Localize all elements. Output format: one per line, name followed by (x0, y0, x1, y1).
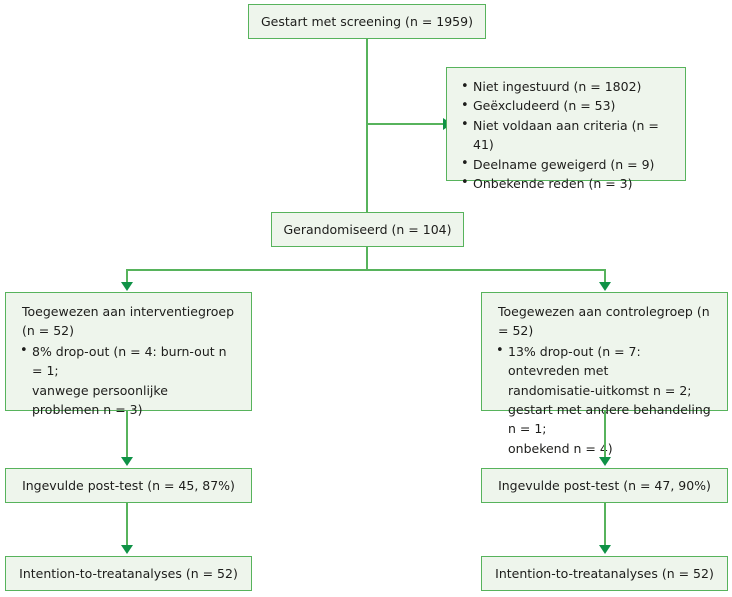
list-item: Deelname geweigerd (n = 9) (461, 154, 673, 175)
arrowhead-to-intervention-icon (120, 282, 133, 291)
node-itt-left: Intention-to-treatanalyses (n = 52) (5, 556, 252, 591)
control-title: Toegewezen aan controlegroep (n = 52) (498, 304, 710, 339)
list-item: Geëxcludeerd (n = 53) (461, 96, 673, 117)
list-item: 8% drop-out (n = 4: burn-out n = 1; vanw… (20, 341, 239, 420)
control-dropout-line1: 13% drop-out (n = 7: ontevreden met (508, 343, 641, 379)
arrowhead-to-posttest-left-icon (120, 457, 133, 466)
control-dropout-line4: onbekend n = 4) (508, 440, 613, 456)
control-dropout-list: 13% drop-out (n = 7: ontevreden met rand… (496, 341, 715, 458)
intervention-title: Toegewezen aan interventiegroep (n = 52) (22, 304, 235, 339)
arrowhead-to-itt-left-icon (120, 545, 133, 554)
arrowhead-to-posttest-right-icon (598, 457, 611, 466)
list-item: Niet ingestuurd (n = 1802) (461, 76, 673, 97)
connector-posttest-to-itt-right (604, 503, 606, 547)
node-screening: Gestart met screening (n = 1959) (248, 4, 486, 39)
node-itt-right-label: Intention-to-treatanalyses (n = 52) (495, 565, 714, 581)
intervention-dropout-line2: vanwege persoonlijke problemen n = 3) (32, 382, 168, 417)
connector-to-control (604, 269, 606, 286)
node-intervention-group: Toegewezen aan interventiegroep (n = 52)… (5, 292, 252, 417)
node-excluded: Niet ingestuurd (n = 1802) Geëxcludeerd … (446, 67, 686, 194)
list-item: Niet voldaan aan criteria (n = 41) (461, 115, 673, 155)
arrowhead-to-control-icon (598, 282, 611, 291)
list-item: 13% drop-out (n = 7: ontevreden met rand… (496, 341, 715, 458)
node-randomised-label: Gerandomiseerd (n = 104) (283, 221, 452, 237)
list-item: Onbekende reden (n = 3) (461, 173, 673, 194)
arrowhead-to-itt-right-icon (598, 545, 611, 554)
node-control-group: Toegewezen aan controlegroep (n = 52) 13… (481, 292, 728, 456)
node-posttest-right-label: Ingevulde post-test (n = 47, 90%) (498, 477, 711, 493)
control-dropout-line2: randomisatie-uitkomst n = 2; (508, 382, 692, 398)
connector-intervention-to-posttest (126, 411, 128, 459)
control-dropout-line3: gestart met andere behandeling n = 1; (508, 401, 711, 437)
connector-posttest-to-itt-left (126, 503, 128, 547)
intervention-dropout-list: 8% drop-out (n = 4: burn-out n = 1; vanw… (20, 341, 239, 420)
connector-control-to-posttest (604, 411, 606, 459)
connector-randomised-stem (366, 247, 368, 270)
node-posttest-left: Ingevulde post-test (n = 45, 87%) (5, 468, 252, 503)
node-posttest-right: Ingevulde post-test (n = 47, 90%) (481, 468, 728, 503)
node-itt-left-label: Intention-to-treatanalyses (n = 52) (19, 565, 238, 581)
connector-screening-to-randomised (366, 39, 368, 214)
connector-to-intervention (126, 269, 128, 286)
node-randomised: Gerandomiseerd (n = 104) (271, 212, 464, 247)
node-screening-label: Gestart met screening (n = 1959) (261, 13, 473, 29)
intervention-dropout-line1: 8% drop-out (n = 4: burn-out n = 1; (32, 343, 227, 379)
excluded-reason-list: Niet ingestuurd (n = 1802) Geëxcludeerd … (461, 76, 673, 194)
connector-screening-to-excluded (366, 123, 448, 125)
node-posttest-left-label: Ingevulde post-test (n = 45, 87%) (22, 477, 235, 493)
connector-randomised-split (126, 269, 605, 271)
node-itt-right: Intention-to-treatanalyses (n = 52) (481, 556, 728, 591)
